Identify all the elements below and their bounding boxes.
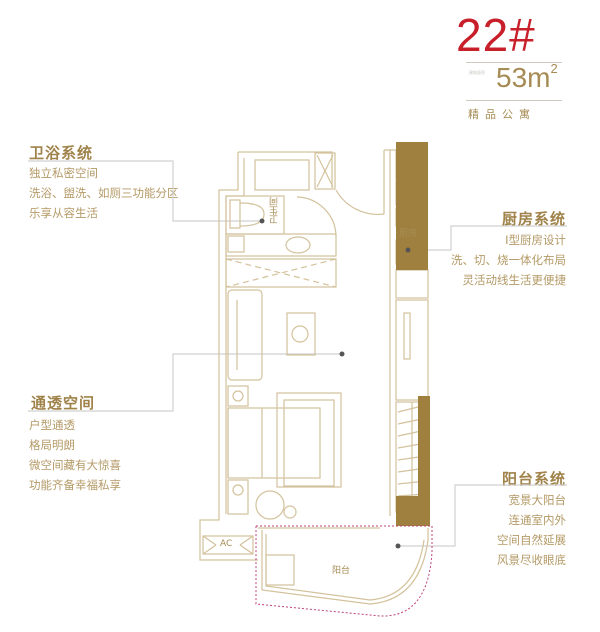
- feature-title-balcony: 阳台系统: [501, 470, 566, 488]
- area-value: 53m2: [496, 61, 558, 93]
- header-divider-bottom: [466, 100, 562, 101]
- header-divider-top: [466, 62, 562, 63]
- feature-line: 连通室内外: [508, 513, 567, 527]
- room-label-ac: AC: [220, 539, 233, 549]
- unit-number: 22#: [456, 9, 536, 61]
- feature-line: 空间自然延展: [497, 533, 566, 547]
- wall-block: [396, 142, 428, 270]
- feature-line: 乐享从容生活: [29, 206, 98, 220]
- room-label-balcony: 阳台: [332, 566, 351, 576]
- feature-line: I型厨房设计: [505, 233, 566, 247]
- feature-line: 洗浴、盥洗、如厕三功能分区: [29, 186, 179, 200]
- feature-line: 格局明朗: [29, 438, 75, 452]
- area-label: 建筑面积: [469, 70, 485, 75]
- feature-title-kitchen: 厨房系统: [501, 210, 566, 228]
- feature-line: 灵活动线生活更便捷: [462, 273, 567, 287]
- feature-line: 户型通透: [29, 418, 75, 432]
- feature-line: 宽景大阳台: [508, 493, 567, 507]
- feature-line: 微空间藏有大惊喜: [29, 458, 121, 472]
- feature-line: 风景尽收眼底: [497, 553, 566, 567]
- room-label-bathroom: 卫生间: [270, 197, 280, 224]
- room-label-kitchen: 厨房: [399, 229, 418, 239]
- feature-line: 洗、切、烧一体化布局: [451, 253, 566, 267]
- feature-title-bathroom: 卫浴系统: [29, 144, 94, 162]
- feature-line: 功能齐备幸福私享: [29, 478, 121, 492]
- feature-line: 独立私密空间: [29, 166, 98, 180]
- subtitle: 精品公寓: [468, 108, 536, 121]
- feature-title-open-space: 通透空间: [31, 394, 96, 412]
